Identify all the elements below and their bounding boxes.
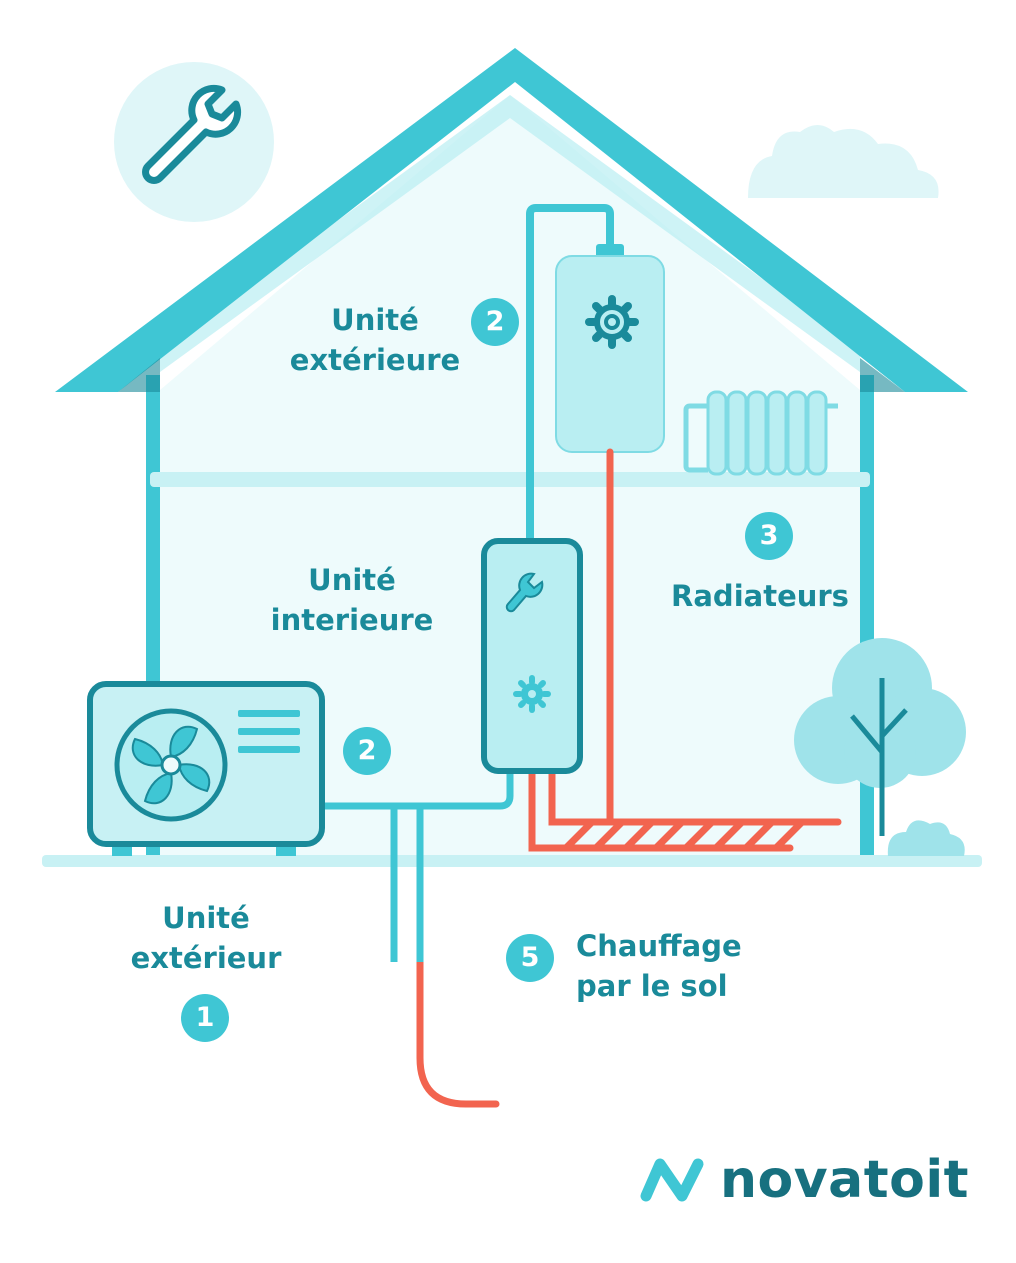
refrigerant-pipes <box>322 770 514 962</box>
badge-upper: 2 <box>471 298 519 346</box>
gear-icon <box>513 675 551 713</box>
floor-heating-label-line2: par le sol <box>576 969 728 1003</box>
bush-icon <box>887 820 965 856</box>
radiator-icon <box>683 390 838 476</box>
brand-logo-icon <box>640 1158 704 1202</box>
cloud-icon <box>748 125 939 198</box>
house-body <box>42 48 982 867</box>
upper-unit-label-line1: Unité <box>331 303 419 337</box>
hot-water-tank <box>555 255 665 453</box>
indoor-unit-label-line1: Unité <box>308 563 396 597</box>
top-pipe <box>526 204 624 540</box>
floor-heating-label: Chauffage par le sol <box>576 926 776 1006</box>
tree-icon <box>794 638 966 836</box>
radiators-label: Radiateurs <box>671 579 849 613</box>
wrench-icon <box>114 62 274 222</box>
outdoor-unit-label-line1: Unité <box>162 901 250 935</box>
indoor-unit <box>481 538 583 774</box>
fan-icon <box>114 708 228 822</box>
upper-unit-label: Unité extérieure <box>280 300 470 380</box>
badge-radiators: 3 <box>745 512 793 560</box>
badge-outdoor: 1 <box>181 994 229 1042</box>
floor-heating-label-line1: Chauffage <box>576 929 742 963</box>
wrench-icon <box>505 572 544 613</box>
badge-floor: 5 <box>506 934 554 982</box>
indoor-unit-label: Unité interieure <box>262 560 442 640</box>
indoor-unit-label-line2: interieure <box>270 603 434 637</box>
brand-name: novatoit <box>720 1150 969 1210</box>
gear-icon <box>585 295 639 349</box>
brand: novatoit <box>640 1150 969 1210</box>
outdoor-unit-label: Unité extérieur <box>118 898 294 978</box>
outdoor-unit-label-line2: extérieur <box>130 941 282 975</box>
badge-middle: 2 <box>343 727 391 775</box>
heating-pipes <box>416 448 842 1108</box>
upper-unit-label-line2: extérieure <box>289 343 461 377</box>
